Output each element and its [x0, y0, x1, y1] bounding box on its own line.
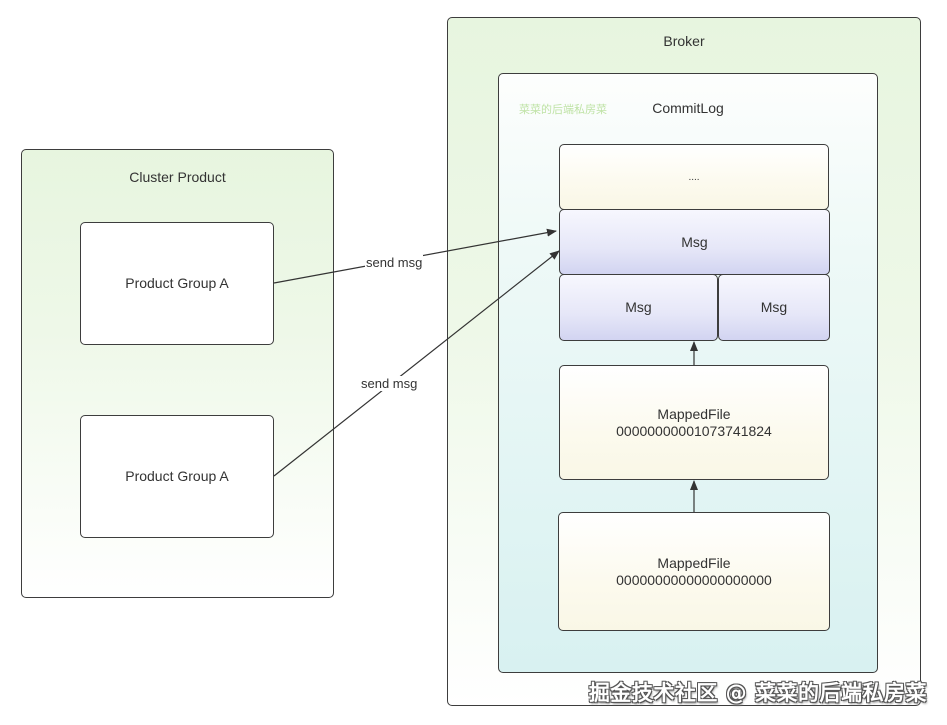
ellipsis-block[interactable]: ....	[559, 144, 829, 210]
msg-label: Msg	[625, 299, 652, 315]
msg-block[interactable]: Msg	[559, 274, 718, 341]
mapped-file-offset: 00000000001073741824	[616, 422, 772, 439]
product-group-label: Product Group A	[125, 275, 229, 291]
msg-block[interactable]: Msg	[559, 209, 830, 275]
commitlog-title: CommitLog	[652, 100, 724, 116]
inner-watermark: 菜菜的后端私房菜	[519, 104, 607, 116]
product-group-node[interactable]: Product Group A	[80, 415, 274, 538]
product-group-node[interactable]: Product Group A	[80, 222, 274, 345]
mapped-file-block[interactable]: MappedFile 00000000000000000000	[558, 512, 830, 631]
edge-label: send msg	[365, 255, 424, 270]
mapped-file-block[interactable]: MappedFile 00000000001073741824	[559, 365, 829, 480]
mapped-file-title: MappedFile	[657, 554, 731, 571]
broker-title: Broker	[663, 33, 705, 49]
mapped-file-offset: 00000000000000000000	[616, 571, 772, 588]
msg-label: Msg	[681, 233, 708, 250]
edge-label: send msg	[360, 376, 419, 391]
product-group-label: Product Group A	[125, 468, 229, 484]
mapped-file-title: MappedFile	[657, 405, 731, 422]
ellipsis-label: ....	[688, 171, 700, 183]
msg-block[interactable]: Msg	[718, 274, 830, 341]
footer-watermark: 掘金技术社区 @ 菜菜的后端私房菜	[588, 681, 927, 705]
msg-label: Msg	[760, 299, 788, 315]
cluster-product-title: Cluster Product	[129, 169, 226, 185]
